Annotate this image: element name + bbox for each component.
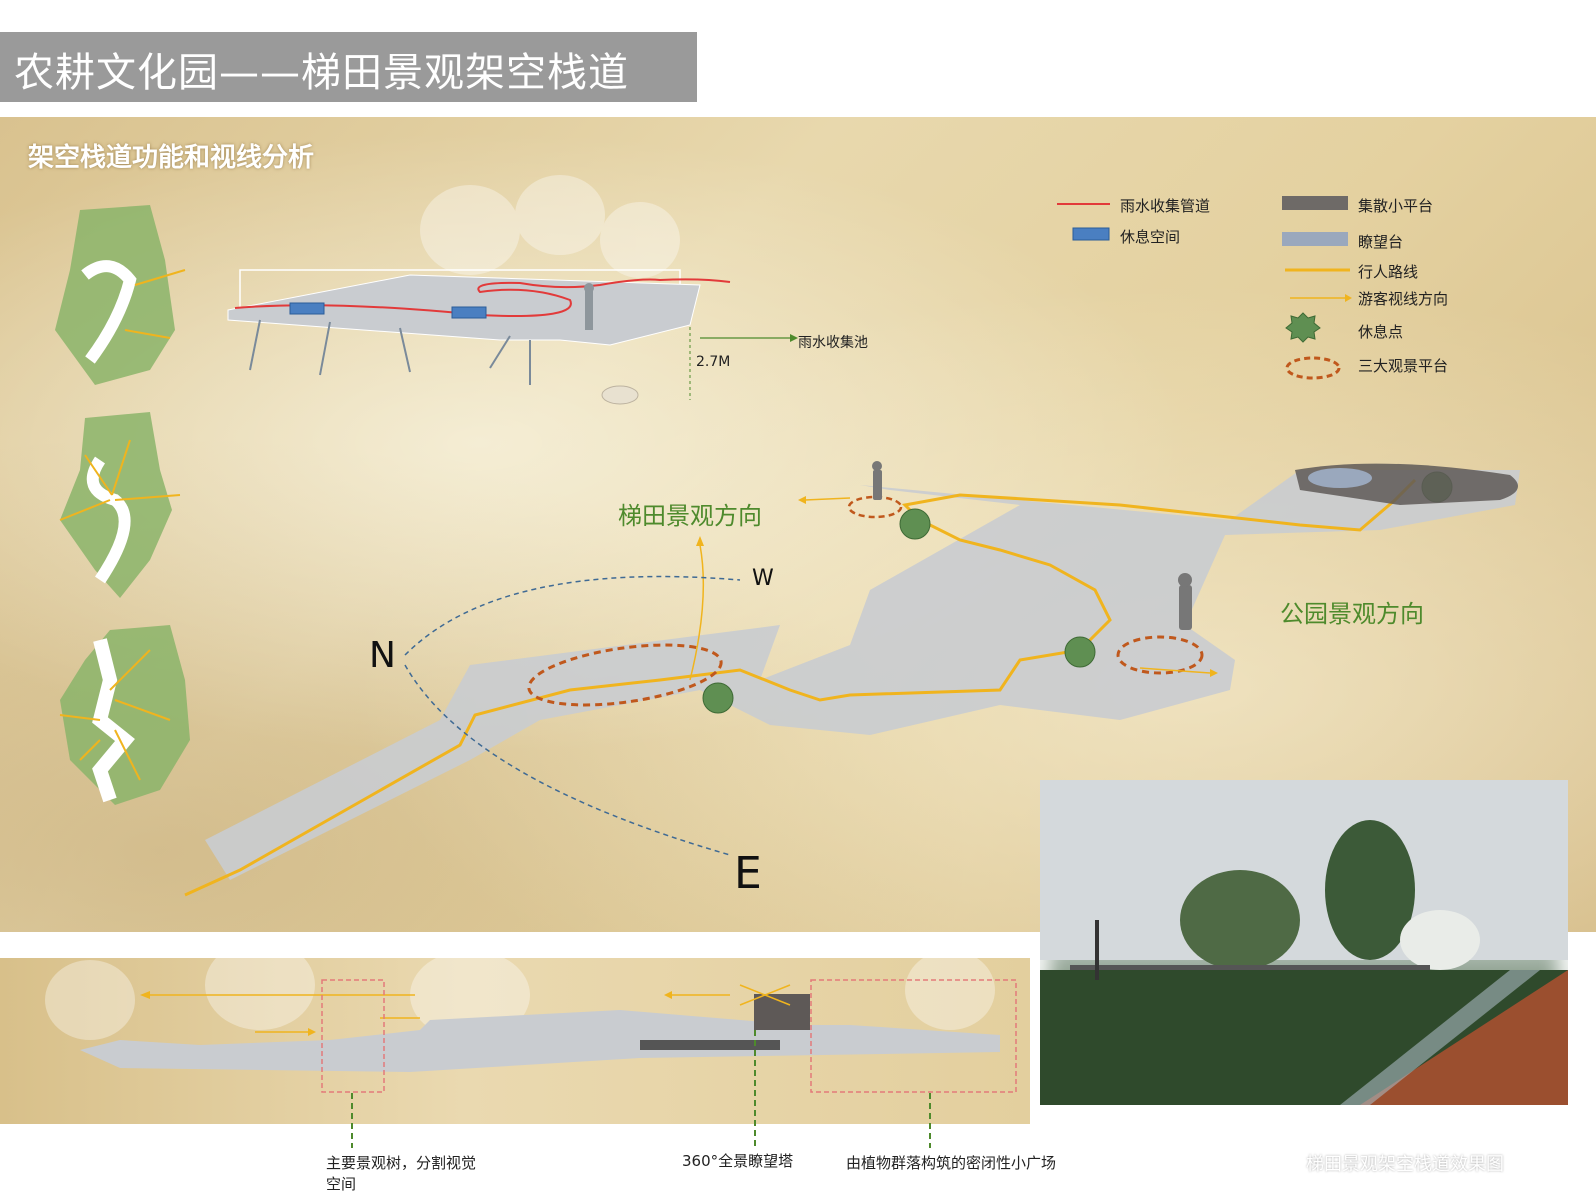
park-direction-label: 公园景观方向 <box>1280 600 1424 628</box>
tower-caption: 360°全景瞭望塔 <box>682 1152 794 1170</box>
compass-n-label: N <box>369 635 396 676</box>
main-tree-caption: 主要景观树，分割视觉空间 <box>326 1154 477 1193</box>
legend-three-platforms: 三大观景平台 <box>1358 357 1449 375</box>
legend-symbols <box>1057 196 1352 380</box>
section-title: 架空栈道功能和视线分析 <box>28 143 315 173</box>
mini-plan-1 <box>55 205 186 385</box>
plaza-caption: 由植物群落构筑的密闭性小广场 <box>846 1154 1057 1172</box>
rendering-illustration <box>1040 780 1568 1105</box>
rendering-photo <box>1040 780 1568 1105</box>
legend-rest-space: 休息空间 <box>1120 228 1181 246</box>
section-drawing <box>227 269 798 405</box>
rain-pool-label: 雨水收集池 <box>798 335 868 351</box>
elevation-drawing <box>80 979 1017 1148</box>
title-bar: 农耕文化园——梯田景观架空栈道 <box>0 32 697 102</box>
photo-caption: 梯田景观架空栈道效果图 <box>1306 1154 1504 1175</box>
legend-rest-point: 休息点 <box>1358 323 1404 341</box>
terrace-direction-label: 梯田景观方向 <box>618 502 762 530</box>
mini-plan-3 <box>59 625 190 805</box>
mini-plan-2 <box>59 412 181 598</box>
legend-sightline: 游客视线方向 <box>1358 290 1449 308</box>
compass-w-label: W <box>752 566 774 591</box>
page-title: 农耕文化园——梯田景观架空栈道 <box>14 50 629 96</box>
legend-lookout: 瞭望台 <box>1358 233 1404 251</box>
legend-gather-platform: 集散小平台 <box>1358 197 1434 215</box>
walkway-plan <box>184 461 1520 897</box>
height-label: 2.7M <box>696 354 731 370</box>
legend-rain-pipe: 雨水收集管道 <box>1120 197 1211 215</box>
compass-e-label: E <box>734 848 762 899</box>
legend-pedestrian-route: 行人路线 <box>1358 263 1419 281</box>
